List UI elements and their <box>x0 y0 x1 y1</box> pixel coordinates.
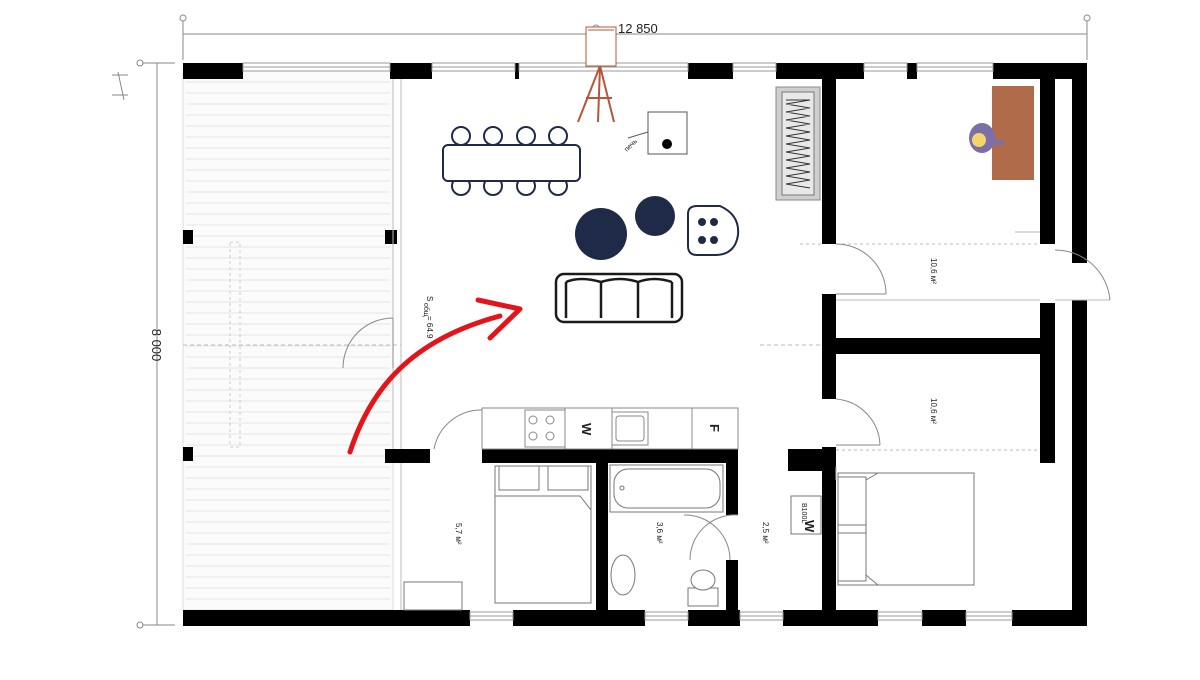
area-label-bathroom: 3,6 м² <box>655 522 664 544</box>
toilet-icon <box>687 569 719 607</box>
kitchen-counter <box>481 407 739 450</box>
double-bed <box>837 472 975 586</box>
small-bedroom-bed <box>403 465 592 611</box>
living-area-symbol: S <box>425 296 434 301</box>
area-label-bedroom-middle: 10,6 м² <box>929 398 938 424</box>
fireplace-icon <box>775 86 821 201</box>
partition-lines <box>183 79 1110 610</box>
exterior-walls <box>183 63 1087 626</box>
living-area-value: = 64.9 <box>425 316 434 339</box>
terrace-deck <box>182 69 394 611</box>
person-icon <box>969 123 1004 153</box>
stove-icon: печь <box>623 111 688 155</box>
living-area-subscript: общ <box>422 303 430 317</box>
windows <box>242 62 1013 621</box>
bathtub-icon <box>609 464 724 513</box>
area-label-bedroom-top: 10,6 м² <box>929 258 938 284</box>
boiler-label: B100L <box>800 503 807 523</box>
area-label-bedroom-small: 5,7 м² <box>454 523 463 545</box>
desk-icon <box>992 86 1034 180</box>
dining-table <box>442 126 581 196</box>
overall-depth-dimension: 8 000 <box>149 329 164 362</box>
fridge-label: F <box>707 424 722 432</box>
boiler-w-label: W <box>802 520 817 533</box>
ottomans <box>575 196 675 260</box>
floor-lamp-icon <box>577 26 617 123</box>
stove-label: печь <box>623 138 639 154</box>
boiler-icon <box>790 495 822 535</box>
armchair-icon <box>687 205 740 256</box>
sink-icon <box>610 554 636 596</box>
overall-width-dimension: 12 850 <box>618 21 658 36</box>
sofa-icon <box>554 272 684 324</box>
dimension-lines <box>112 18 1088 626</box>
area-label-utility: 2,5 м² <box>761 522 770 544</box>
red-arrow-icon <box>347 297 523 455</box>
living-area-label: S общ = 64.9 <box>422 296 434 339</box>
interior-walls <box>385 79 1055 610</box>
washer-label: W <box>579 423 594 436</box>
